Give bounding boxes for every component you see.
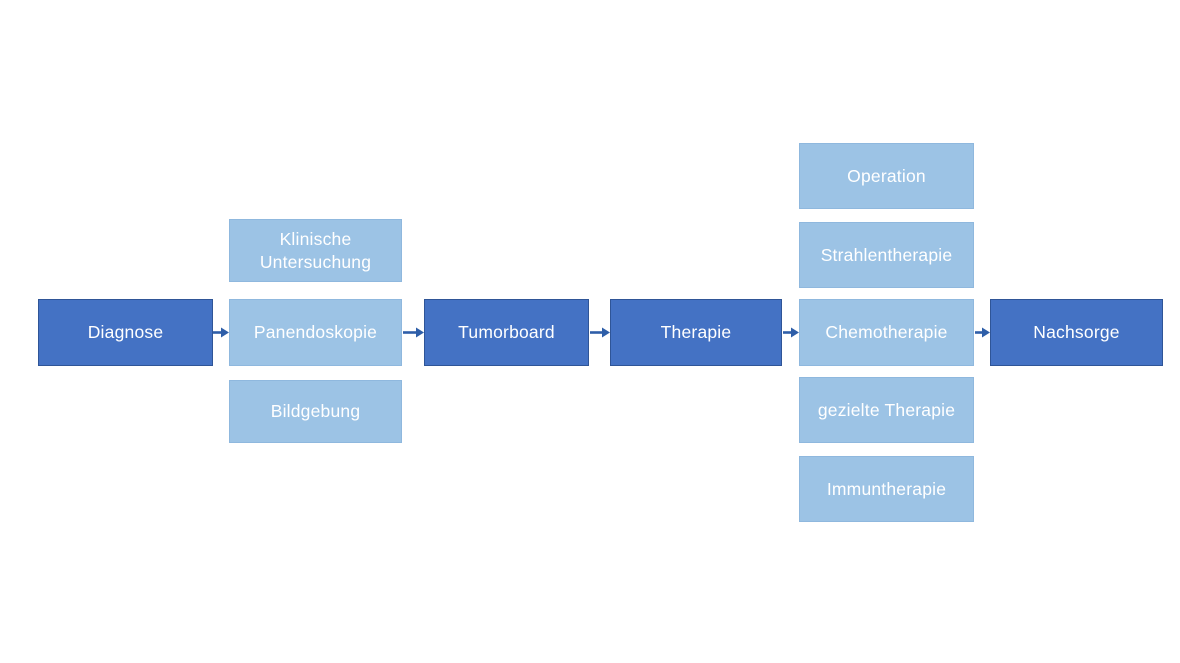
node-tumorboard[interactable]: Tumorboard [424, 299, 589, 366]
arrow-therapie-chemotherapie-icon [783, 325, 799, 340]
node-diagnose[interactable]: Diagnose [38, 299, 213, 366]
node-therapie[interactable]: Therapie [610, 299, 782, 366]
node-operation[interactable]: Operation [799, 143, 974, 209]
node-gezielte-therapie[interactable]: gezielte Therapie [799, 377, 974, 443]
arrow-chemotherapie-nachsorge-icon [975, 325, 990, 340]
node-nachsorge[interactable]: Nachsorge [990, 299, 1163, 366]
node-chemotherapie[interactable]: Chemotherapie [799, 299, 974, 366]
arrow-diagnose-panendoskopie-icon [213, 325, 229, 340]
node-strahlentherapie[interactable]: Strahlentherapie [799, 222, 974, 288]
arrow-tumorboard-therapie-icon [590, 325, 610, 340]
node-immuntherapie[interactable]: Immuntherapie [799, 456, 974, 522]
node-panendoskopie[interactable]: Panendoskopie [229, 299, 402, 366]
node-klinische-untersuchung[interactable]: Klinische Untersuchung [229, 219, 402, 282]
arrow-panendoskopie-tumorboard-icon [403, 325, 424, 340]
node-bildgebung[interactable]: Bildgebung [229, 380, 402, 443]
